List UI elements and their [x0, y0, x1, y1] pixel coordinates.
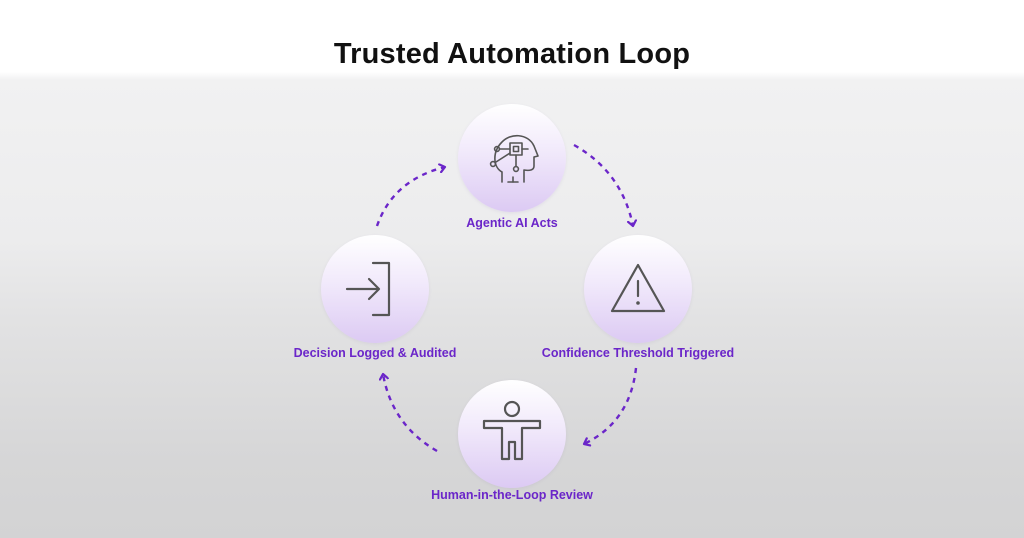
step-threshold-node: [584, 235, 692, 343]
arrow-review-to-log: [383, 374, 438, 453]
step-log-node: [321, 235, 429, 343]
step-threshold-label: Confidence Threshold Triggered: [541, 346, 735, 360]
step-ai-node: [458, 104, 566, 212]
arrow-threshold-to-review: [584, 367, 638, 444]
person-icon: [482, 400, 542, 461]
step-review-node: [458, 380, 566, 488]
log-in-icon: [345, 261, 391, 317]
warning-triangle-icon: [610, 263, 666, 313]
arrow-log-to-ai: [375, 167, 445, 227]
ai-head-icon: [489, 134, 539, 183]
step-ai-label: Agentic AI Acts: [466, 216, 558, 230]
arrow-ai-to-threshold: [573, 143, 633, 226]
step-review-label: Human-in-the-Loop Review: [431, 488, 593, 502]
step-log-label: Decision Logged & Audited: [293, 346, 457, 360]
diagram-title: Trusted Automation Loop: [333, 38, 691, 70]
